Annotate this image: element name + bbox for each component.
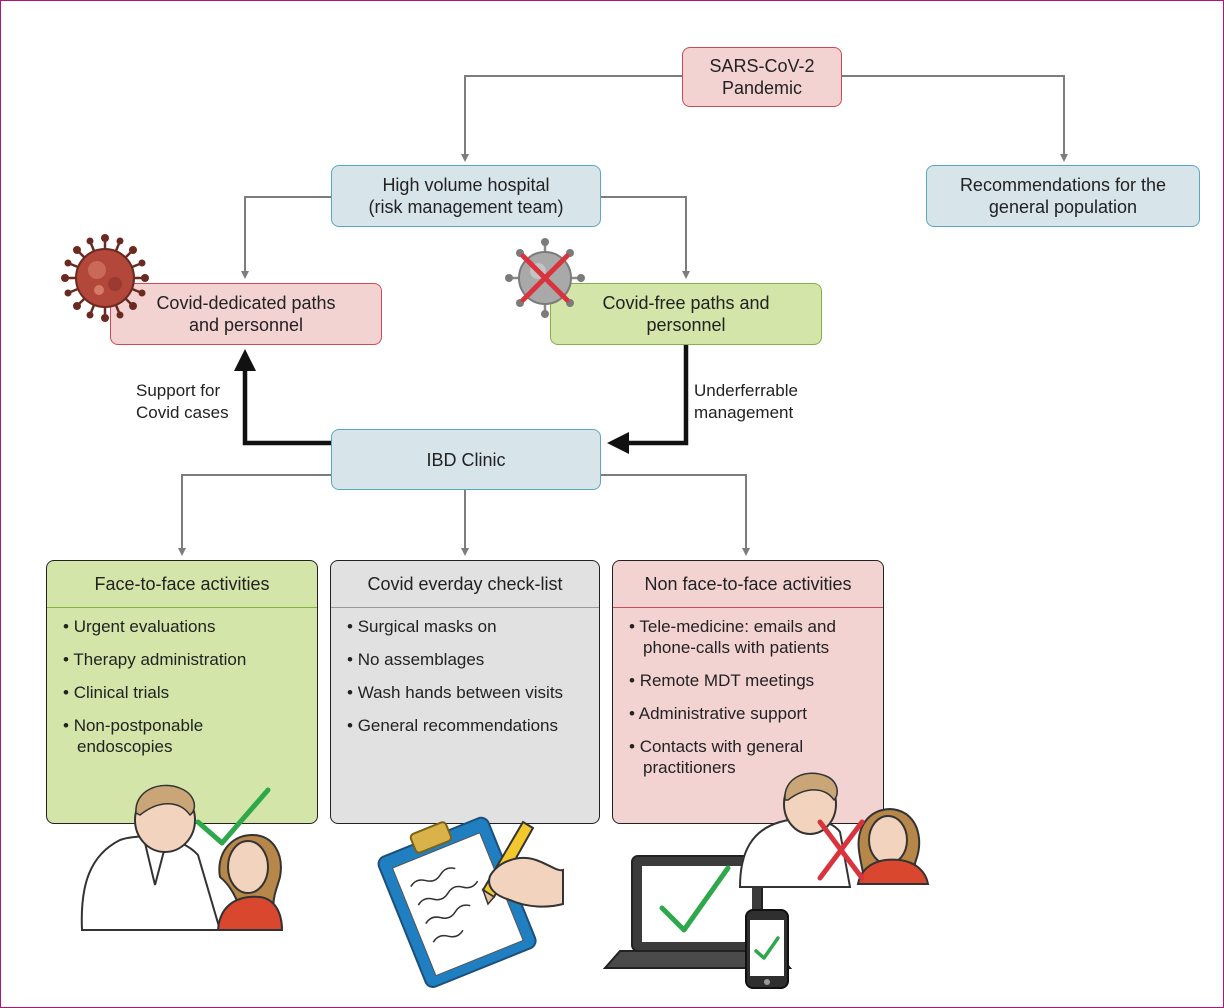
non-face-to-face-panel: Non face-to-face activities Tele-medicin… — [612, 560, 884, 824]
clipboard-hand-icon — [377, 816, 564, 988]
non-face-to-face-list: Tele-medicine: emails and phone-calls wi… — [613, 608, 883, 778]
covid-dedicated-text: Covid-dedicated paths and personnel — [156, 293, 336, 335]
checkmark-icon — [195, 787, 271, 846]
list-item: Therapy administration — [63, 649, 307, 670]
list-item: Clinical trials — [63, 682, 307, 703]
laptop-icon — [602, 855, 793, 969]
general-recommendations-text: Recommendations for the general populati… — [959, 175, 1167, 217]
support-label: Support for Covid cases — [136, 381, 229, 422]
underferrable-label: Underferrable management — [694, 381, 798, 422]
face-to-face-title: Face-to-face activities — [47, 561, 317, 608]
grey-connectors — [178, 75, 1068, 556]
checklist-list: Surgical masks on No assemblages Wash ha… — [331, 608, 599, 736]
face-to-face-list: Urgent evaluations Therapy administratio… — [47, 608, 317, 757]
cross-icon — [817, 819, 865, 881]
virus-crossed-icon — [505, 238, 585, 318]
general-recommendations-node: Recommendations for the general populati… — [926, 165, 1200, 227]
covid-free-text: Covid-free paths and personnel — [602, 293, 770, 335]
list-item: Contacts with general practitioners — [629, 736, 873, 778]
list-item: Remote MDT meetings — [629, 670, 873, 691]
checklist-title: Covid everday check-list — [331, 561, 599, 608]
list-item: Wash hands between visits — [347, 682, 589, 703]
list-item: Urgent evaluations — [63, 616, 307, 637]
doctor-patient-icon — [80, 784, 284, 931]
ibd-clinic-text: IBD Clinic — [426, 449, 506, 470]
smartphone-icon — [745, 909, 789, 989]
ibd-clinic-node: IBD Clinic — [331, 429, 601, 490]
list-item: No assemblages — [347, 649, 589, 670]
hospital-node: High volume hospital (risk management te… — [331, 165, 601, 227]
list-item: General recommendations — [347, 715, 589, 736]
covid-free-node: Covid-free paths and personnel — [550, 283, 822, 345]
virus-icon — [61, 234, 149, 322]
doctor-patient-remote-icon — [738, 772, 930, 888]
non-face-to-face-title: Non face-to-face activities — [613, 561, 883, 608]
bold-arrows — [234, 345, 689, 454]
list-item: Non-postponable endoscopies — [63, 715, 307, 757]
list-item: Administrative support — [629, 703, 873, 724]
pandemic-node: SARS-CoV-2 Pandemic — [682, 47, 842, 107]
covid-dedicated-node: Covid-dedicated paths and personnel — [110, 283, 382, 345]
list-item: Tele-medicine: emails and phone-calls wi… — [629, 616, 873, 658]
pandemic-text: SARS-CoV-2 Pandemic — [709, 56, 815, 98]
hospital-text: High volume hospital (risk management te… — [368, 175, 564, 217]
face-to-face-panel: Face-to-face activities Urgent evaluatio… — [46, 560, 318, 824]
list-item: Surgical masks on — [347, 616, 589, 637]
checklist-panel: Covid everday check-list Surgical masks … — [330, 560, 600, 824]
